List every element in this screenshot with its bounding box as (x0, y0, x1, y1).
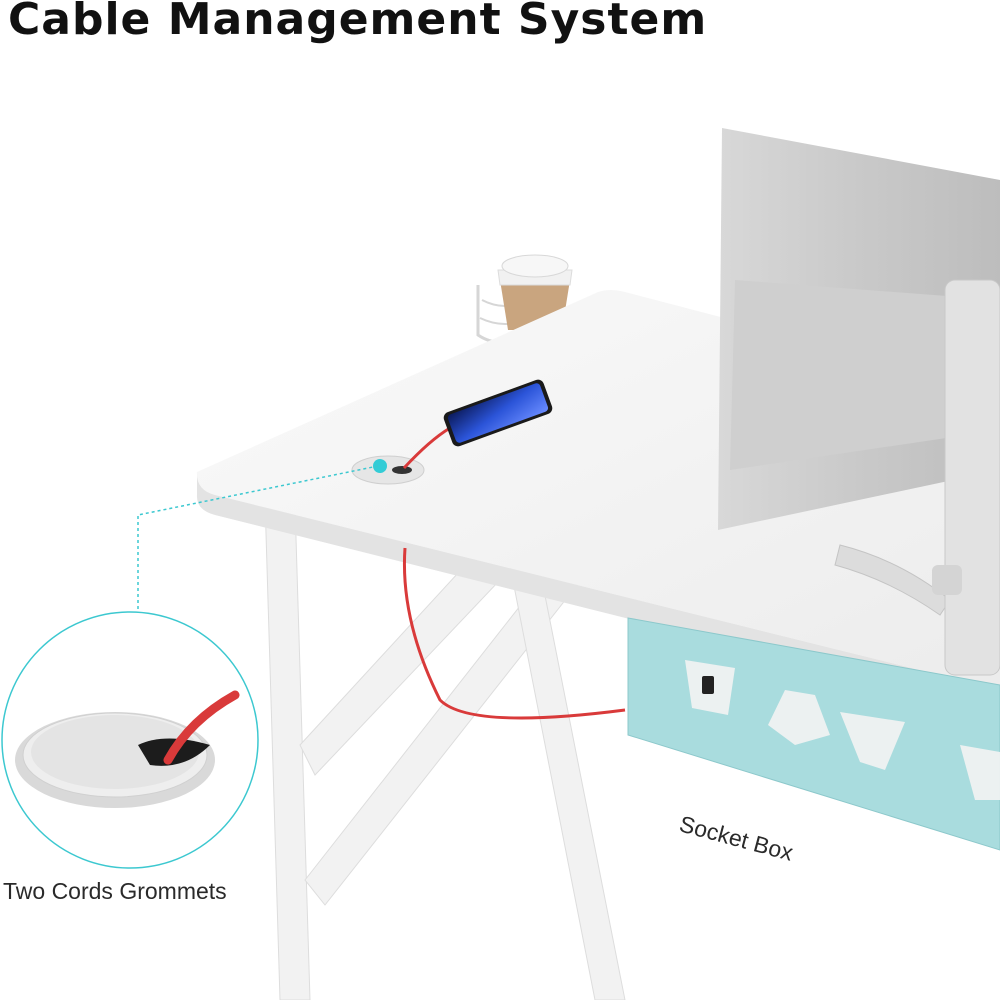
page-title: Cable Management System (8, 0, 708, 45)
monitor (718, 128, 1000, 530)
desk-legs (264, 499, 626, 1000)
socket-box (627, 617, 1000, 851)
monitor-arm (834, 279, 1000, 676)
grommet-zoom-callout (1, 611, 259, 869)
smartphone (443, 379, 553, 447)
cord-grommet (351, 455, 425, 485)
grommets-label: Two Cords Grommets (3, 878, 227, 904)
charging-cable (402, 426, 626, 720)
